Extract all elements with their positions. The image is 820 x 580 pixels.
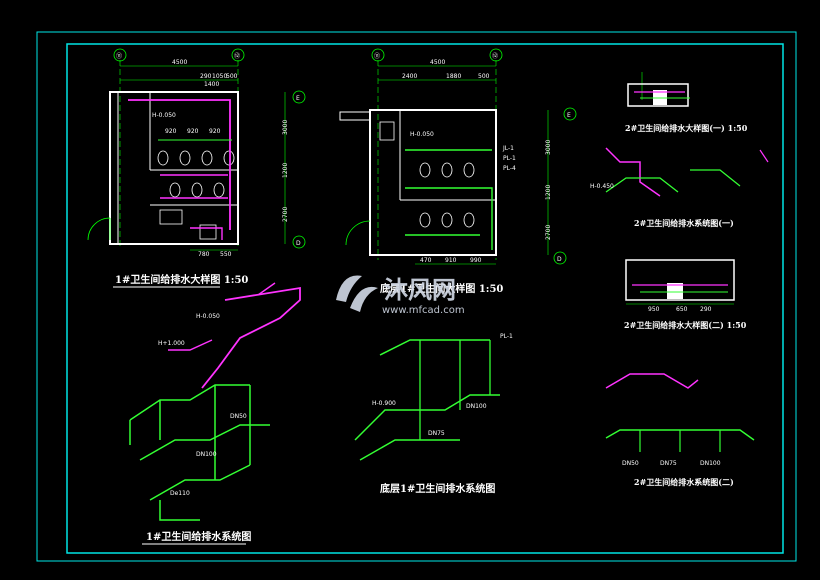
sysb-level: H-0.900	[372, 400, 396, 407]
plan1-axis-left: ⑪	[116, 52, 122, 60]
plan2-level-tag: H-0.050	[410, 131, 434, 138]
sys1-level-0: H-0.050	[196, 313, 220, 320]
system-2a: H-0.450 2#卫生间给排水系统图(一)	[590, 147, 769, 228]
plan2-tag-pl4: PL-4	[503, 165, 516, 172]
inner-frame	[66, 43, 784, 554]
plan2-axis-right: ⑫	[492, 52, 498, 60]
plan2-dim-r0: 3000	[545, 140, 552, 155]
plan1-dim-sub-1: 1050	[212, 73, 227, 80]
plan2-axis-d: D	[557, 256, 562, 263]
plan1-dim-b0: 780	[198, 251, 210, 258]
plan1-dim-920b: 920	[187, 128, 199, 135]
sysb-tag-pl1: PL-1	[500, 333, 513, 340]
plan2-dim-sub-0: 2400	[402, 73, 417, 80]
plan2-dim-r1: 1200	[545, 185, 552, 200]
system1-title: 1#卫生间给排水系统图	[146, 530, 251, 543]
sysb-de-1: DN75	[428, 430, 445, 437]
plan2b-dim-b0: 950	[648, 306, 660, 313]
system-1: H-0.050 H+1.000 DN50 DN100 De110 1#卫生间给排…	[129, 282, 301, 545]
plan2-tag-jl1: JL-1	[502, 145, 514, 152]
plan2-dim-sub-2: 500	[478, 73, 490, 80]
sys2b-de-1: DN75	[660, 460, 677, 467]
watermark: 沐风网 www.mfcad.com	[336, 275, 465, 316]
plan2-axis-left: ⑪	[374, 52, 380, 60]
watermark-logo-icon	[336, 275, 362, 302]
plan-1: ⑪ ⑫ 4500 290 1050 500 1400	[87, 48, 306, 288]
plan-2b: 950 650 290 2#卫生间给排水大样图(二) 1:50	[624, 259, 747, 330]
plan2-axis-e: E	[567, 112, 571, 119]
sys1-de-0: DN50	[230, 413, 247, 420]
plan2-dim-b0: 470	[420, 257, 432, 264]
watermark-brand: 沐风网	[384, 276, 456, 304]
plan1-dim-r2: 2700	[282, 207, 289, 222]
system2a-title: 2#卫生间给排水系统图(一)	[634, 218, 734, 228]
plan1-dim-920c: 920	[209, 128, 221, 135]
plan2-tag-pl1: PL-1	[503, 155, 516, 162]
plan2-title: 底层1#卫生间大样图 1:50	[380, 282, 503, 295]
plan1-dim-sub-0: 290	[200, 73, 212, 80]
plan2b-dim-b1: 650	[676, 306, 688, 313]
plan1-dim-920a: 920	[165, 128, 177, 135]
plan2-dim-b2: 990	[470, 257, 482, 264]
plan1-dim-sub-3: 1400	[204, 81, 219, 88]
plan2-dim-r2: 2700	[545, 225, 552, 240]
outer-frame	[36, 31, 797, 562]
sys1-level-1: H+1.000	[158, 340, 185, 347]
plan-bottom: ⑪ ⑫ 4500 2400 1880 500 H-0.050 JL-1 PL-1…	[339, 48, 577, 295]
plan2-dim-b1: 910	[445, 257, 457, 264]
plan1-dim-top: 4500	[172, 59, 187, 66]
watermark-url: www.mfcad.com	[382, 305, 465, 316]
sys1-de-2: DN100	[196, 451, 217, 458]
plan2a-title: 2#卫生间给排水大样图(一) 1:50	[625, 123, 748, 133]
system-bottom-title: 底层1#卫生间排水系统图	[380, 482, 495, 495]
plan1-level-tag: H-0.050	[152, 112, 176, 119]
plan2-dim-top: 4500	[430, 59, 445, 66]
plan1-title: 1#卫生间给排水大样图 1:50	[115, 273, 248, 286]
plan2b-title: 2#卫生间给排水大样图(二) 1:50	[624, 320, 747, 330]
plan1-axis-d: D	[296, 240, 301, 247]
system-2b: DN50 DN75 DN100 2#卫生间给排水系统图(二)	[605, 373, 755, 487]
system-bottom: PL-1 H-0.900 DN75 DN100 底层1#卫生间排水系统图	[354, 333, 513, 495]
sysb-de-2: DN100	[466, 403, 487, 410]
plan1-axis-right: ⑫	[234, 52, 240, 60]
plan2b-dim-b2: 290	[700, 306, 712, 313]
sys2b-de-2: DN100	[700, 460, 721, 467]
plan1-dim-sub-2: 500	[226, 73, 238, 80]
plan-2a: 2#卫生间给排水大样图(一) 1:50	[625, 72, 748, 133]
plan1-axis-e: E	[296, 95, 300, 102]
sys2b-de-0: DN50	[622, 460, 639, 467]
system2b-title: 2#卫生间给排水系统图(二)	[634, 477, 734, 487]
plan1-dim-r1: 1200	[282, 163, 289, 178]
plan1-dim-r0: 3000	[282, 120, 289, 135]
plan2-dim-sub-1: 1880	[446, 73, 461, 80]
plan1-dim-b1: 550	[220, 251, 232, 258]
sys1-de-3: De110	[170, 490, 190, 497]
sys2a-level: H-0.450	[590, 183, 614, 190]
